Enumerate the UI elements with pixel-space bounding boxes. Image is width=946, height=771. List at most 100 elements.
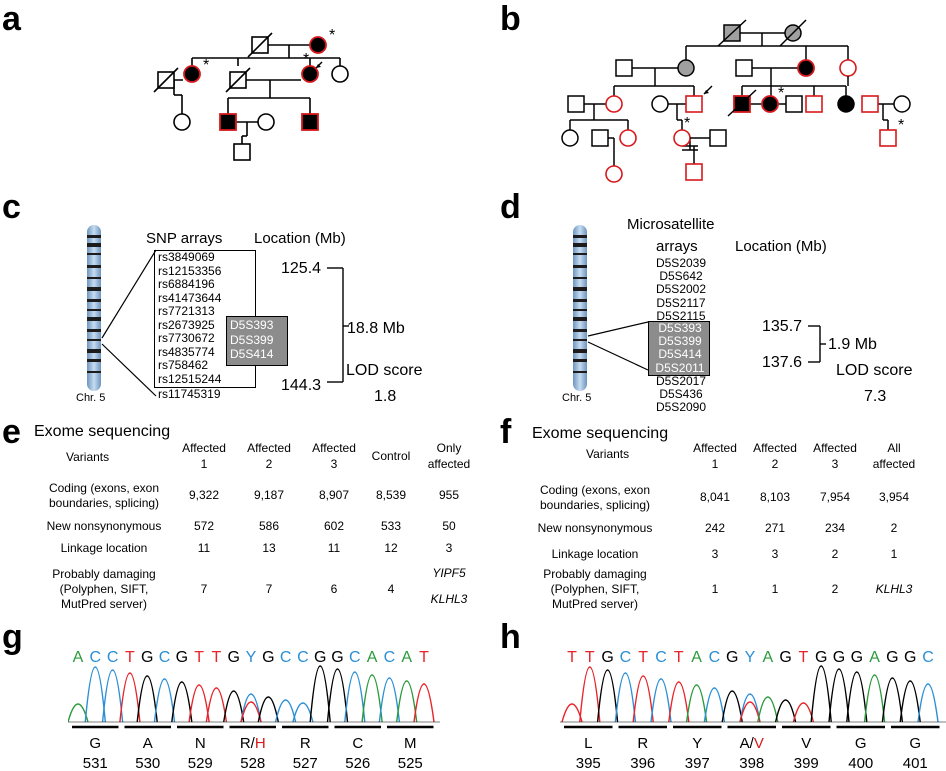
table-cell: 12	[384, 541, 398, 555]
snp-id: rs2673925	[158, 317, 215, 332]
trace-peak	[136, 675, 158, 723]
exome-title-e: Exome sequencing	[34, 423, 171, 440]
trace-peak	[205, 687, 228, 723]
table-cell: 7	[200, 582, 208, 596]
base-call: G	[779, 649, 791, 666]
table-cell: 9,187	[253, 488, 285, 502]
trace-peak	[757, 696, 779, 723]
base-call: A	[691, 649, 702, 666]
column-header: Affected	[247, 441, 291, 455]
table-cell: 50	[442, 519, 456, 533]
residue-position: 397	[685, 755, 710, 771]
base-call: G	[904, 649, 916, 666]
base-call: G	[851, 649, 863, 666]
trace-peak	[119, 672, 141, 723]
residue-position: 401	[903, 755, 928, 771]
trace-peak	[899, 680, 921, 723]
base-call: A	[869, 649, 880, 666]
snp-id: rs41473644	[158, 290, 222, 305]
column-header: Affected	[312, 441, 356, 455]
amino-acid: G	[89, 735, 101, 752]
row-label: Linkage location	[551, 547, 639, 561]
base-call: G	[314, 649, 326, 666]
base-call: G	[601, 649, 613, 666]
snp-id: rs12515244	[158, 371, 222, 386]
panel-label-e: e	[2, 413, 21, 451]
column-header: Affected	[693, 441, 737, 455]
row-label: MutPred server)	[551, 597, 639, 611]
lod-label-c: LOD score	[346, 362, 423, 379]
base-call: C	[297, 649, 309, 666]
trace-peak	[84, 666, 106, 723]
table-cell: 6	[330, 582, 338, 596]
microsat-id: D5S2017	[655, 374, 707, 388]
loc-bottom-c: 144.3	[281, 377, 322, 394]
star-mark: *	[203, 57, 209, 74]
panel-label-a: a	[2, 0, 21, 38]
column-header: 2	[771, 457, 779, 471]
table-cell: 3	[771, 547, 779, 561]
table-cell: 602	[323, 519, 345, 533]
row-label: Coding (exons, exon	[48, 480, 160, 495]
trace-peak	[810, 665, 832, 723]
snp-id: rs3849069	[158, 250, 215, 264]
column-header: Affected	[182, 441, 226, 455]
snp-id: rs758462	[158, 358, 209, 372]
trace-peak	[917, 683, 939, 723]
lod-value-c: 1.8	[374, 388, 397, 405]
residue-position: 526	[345, 755, 370, 771]
trace-peak	[650, 678, 672, 723]
base-call: A	[367, 649, 378, 666]
gene-name: YIPF5	[432, 566, 466, 580]
table-cell: 572	[193, 519, 215, 533]
residue-position: 530	[135, 755, 160, 771]
panel-label-d: d	[500, 188, 521, 226]
span-d: 1.9 Mb	[828, 336, 877, 353]
trace-peak	[396, 680, 418, 723]
microsat-id: D5S414	[658, 347, 702, 362]
snp-id: rs7730672	[158, 331, 215, 345]
table-cell: 11	[197, 541, 211, 555]
table-cell: 1	[771, 582, 779, 596]
chromosome-c	[87, 225, 101, 391]
row-label: Probably damaging	[52, 567, 156, 581]
span-bracket-c	[327, 267, 349, 383]
microsat-id: D5S393	[658, 321, 702, 335]
trace-peak	[274, 699, 297, 723]
pedigree-a: * * *	[153, 27, 349, 161]
column-header: Affected	[753, 441, 797, 455]
column-header: Only	[436, 441, 462, 455]
amino-acid: R	[300, 735, 311, 752]
trace-peak	[361, 674, 383, 723]
trace-peak	[596, 669, 619, 723]
star-mark: *	[778, 85, 784, 102]
chr-label-c: Chr. 5	[76, 392, 106, 404]
table-cell: 271	[764, 521, 786, 535]
row-label: boundaries, splicing)	[539, 497, 651, 512]
table-cell: 1	[890, 547, 898, 561]
pedigree-b: * * *	[561, 19, 911, 183]
snp-id: rs4835774	[158, 344, 215, 359]
amino-acid: N	[195, 735, 206, 752]
marker-box-c	[226, 316, 288, 366]
trace-peak	[846, 671, 868, 723]
trace-peak	[309, 665, 331, 723]
trace-peak	[378, 677, 401, 723]
base-call: Y	[246, 649, 257, 666]
column-header: 3	[330, 457, 338, 471]
table-cell: 4	[387, 582, 395, 596]
zoom-lines-c	[101, 249, 157, 397]
base-call: A	[762, 649, 773, 666]
marker-id: D5S393	[230, 318, 274, 332]
column-header: 1	[711, 457, 719, 471]
row-label: Probably damaging	[543, 567, 647, 581]
table-cell: 234	[824, 521, 846, 535]
base-call: G	[176, 649, 188, 666]
location-header-d: Location (Mb)	[735, 238, 827, 255]
trace-peak	[668, 681, 690, 723]
trace-peak	[240, 693, 262, 723]
